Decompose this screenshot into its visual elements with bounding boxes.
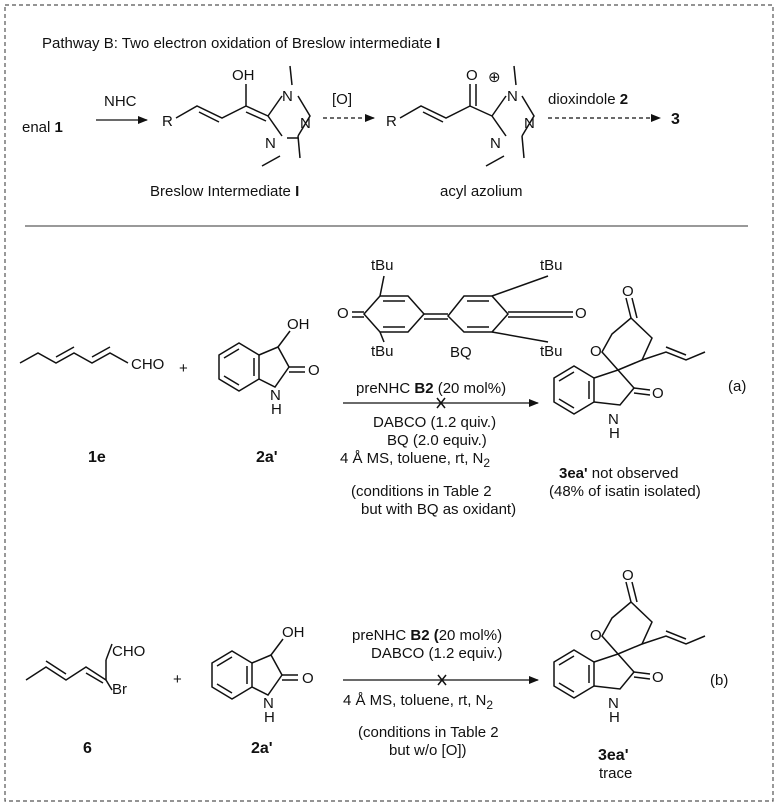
bq-o-1: O <box>337 305 349 322</box>
bq-structure: tBu tBu tBu tBu O O BQ <box>337 257 587 361</box>
note-a-2: but with BQ as oxidant) <box>361 501 516 518</box>
lactone-co-b: O <box>622 567 634 584</box>
isatin-note: (48% of isatin isolated) <box>549 483 701 500</box>
lactone-co-a: O <box>622 283 634 300</box>
dioxindole-label: dioxindole 2 <box>548 91 628 108</box>
spiro-product-b-structure: O O O N H <box>553 567 706 726</box>
enal-label: enal 1 <box>22 119 63 136</box>
breslow-intermediate-structure: R OH N N N <box>162 65 311 167</box>
breslow-oh: OH <box>232 67 255 84</box>
dienal-1e-structure: CHO <box>19 346 164 373</box>
h-2a-b: H <box>264 709 275 726</box>
plus-charge: ⊕ <box>488 69 501 86</box>
h-prod-a: H <box>609 425 620 442</box>
note-b-1: (conditions in Table 2 <box>358 724 499 741</box>
plus-b: + <box>173 671 182 688</box>
h-prod-b: H <box>609 709 620 726</box>
blocked-cross-b <box>437 674 447 686</box>
product-3: 3 <box>671 111 680 128</box>
bq-label: BQ <box>450 344 472 361</box>
acyl-o: O <box>466 67 478 84</box>
tag-a: (a) <box>728 378 746 395</box>
bromoenal-6-structure: CHO Br <box>25 643 145 698</box>
spiro-product-a-structure: O O O N H <box>553 283 706 442</box>
label-2a-a: 2a' <box>256 449 278 466</box>
acyl-n1: N <box>507 88 518 105</box>
n2-atom: N <box>300 115 311 132</box>
acyl-azolium-structure: R O N N N ⊕ <box>386 65 535 167</box>
cond-a-3: 4 Å MS, toluene, rt, N2 <box>340 450 490 470</box>
br-6: Br <box>112 681 127 698</box>
o-2a-b: O <box>302 670 314 687</box>
dashed-frame <box>4 4 774 802</box>
n1-atom: N <box>282 88 293 105</box>
oxidant-label: [O] <box>332 91 352 108</box>
n-2a-b: N <box>263 695 274 712</box>
n4-atom: N <box>265 135 276 152</box>
r-group-1: R <box>162 113 173 130</box>
bq-o-2: O <box>575 305 587 322</box>
n-prod-a: N <box>608 411 619 428</box>
tbu-1: tBu <box>371 257 394 274</box>
lactone-o-b: O <box>590 627 602 644</box>
cho-1e: CHO <box>131 356 164 373</box>
acyl-azolium-label: acyl azolium <box>440 183 523 200</box>
n-2a-a: N <box>270 387 281 404</box>
note-b-2: but w/o [O]) <box>389 742 467 759</box>
label-1e: 1e <box>88 449 106 466</box>
dioxindole-2a-structure-a: OH O N H <box>218 316 320 418</box>
amide-o-a: O <box>652 385 664 402</box>
breslow-label: Breslow Intermediate I <box>150 183 299 200</box>
lactone-o-a: O <box>590 343 602 360</box>
plus-a: + <box>179 360 188 377</box>
cho-6: CHO <box>112 643 145 660</box>
nhc-label: NHC <box>104 93 137 110</box>
acyl-n2: N <box>524 115 535 132</box>
n-prod-b: N <box>608 695 619 712</box>
cond-b-3: 4 Å MS, toluene, rt, N2 <box>343 692 493 712</box>
o-2a-a: O <box>308 362 320 379</box>
trace-note: trace <box>599 765 632 782</box>
tag-b: (b) <box>710 672 728 689</box>
oh-2a-b: OH <box>282 624 305 641</box>
tbu-2: tBu <box>540 257 563 274</box>
oh-2a-a: OH <box>287 316 310 333</box>
above-b-2: DABCO (1.2 equiv.) <box>371 645 502 662</box>
acyl-n4: N <box>490 135 501 152</box>
note-a-1: (conditions in Table 2 <box>351 483 492 500</box>
r-group-2: R <box>386 113 397 130</box>
label-6: 6 <box>83 740 92 757</box>
h-2a-a: H <box>271 401 282 418</box>
tbu-3: tBu <box>371 343 394 360</box>
cond-a-1: DABCO (1.2 quiv.) <box>373 414 496 431</box>
label-2a-b: 2a' <box>251 740 273 757</box>
above-b-1: preNHC B2 (20 mol%) <box>352 627 502 644</box>
cond-a-2: BQ (2.0 equiv.) <box>387 432 487 449</box>
product-b-label: 3ea' <box>598 747 629 764</box>
dioxindole-2a-structure-b: OH O N H <box>211 624 314 726</box>
tbu-4: tBu <box>540 343 563 360</box>
product-a-label: 3ea' not observed <box>559 465 679 482</box>
pathway-title: Pathway B: Two electron oxidation of Bre… <box>42 35 440 52</box>
above-arrow-a: preNHC B2 (20 mol%) <box>356 380 506 397</box>
blocked-cross-a <box>436 397 446 409</box>
amide-o-b: O <box>652 669 664 686</box>
